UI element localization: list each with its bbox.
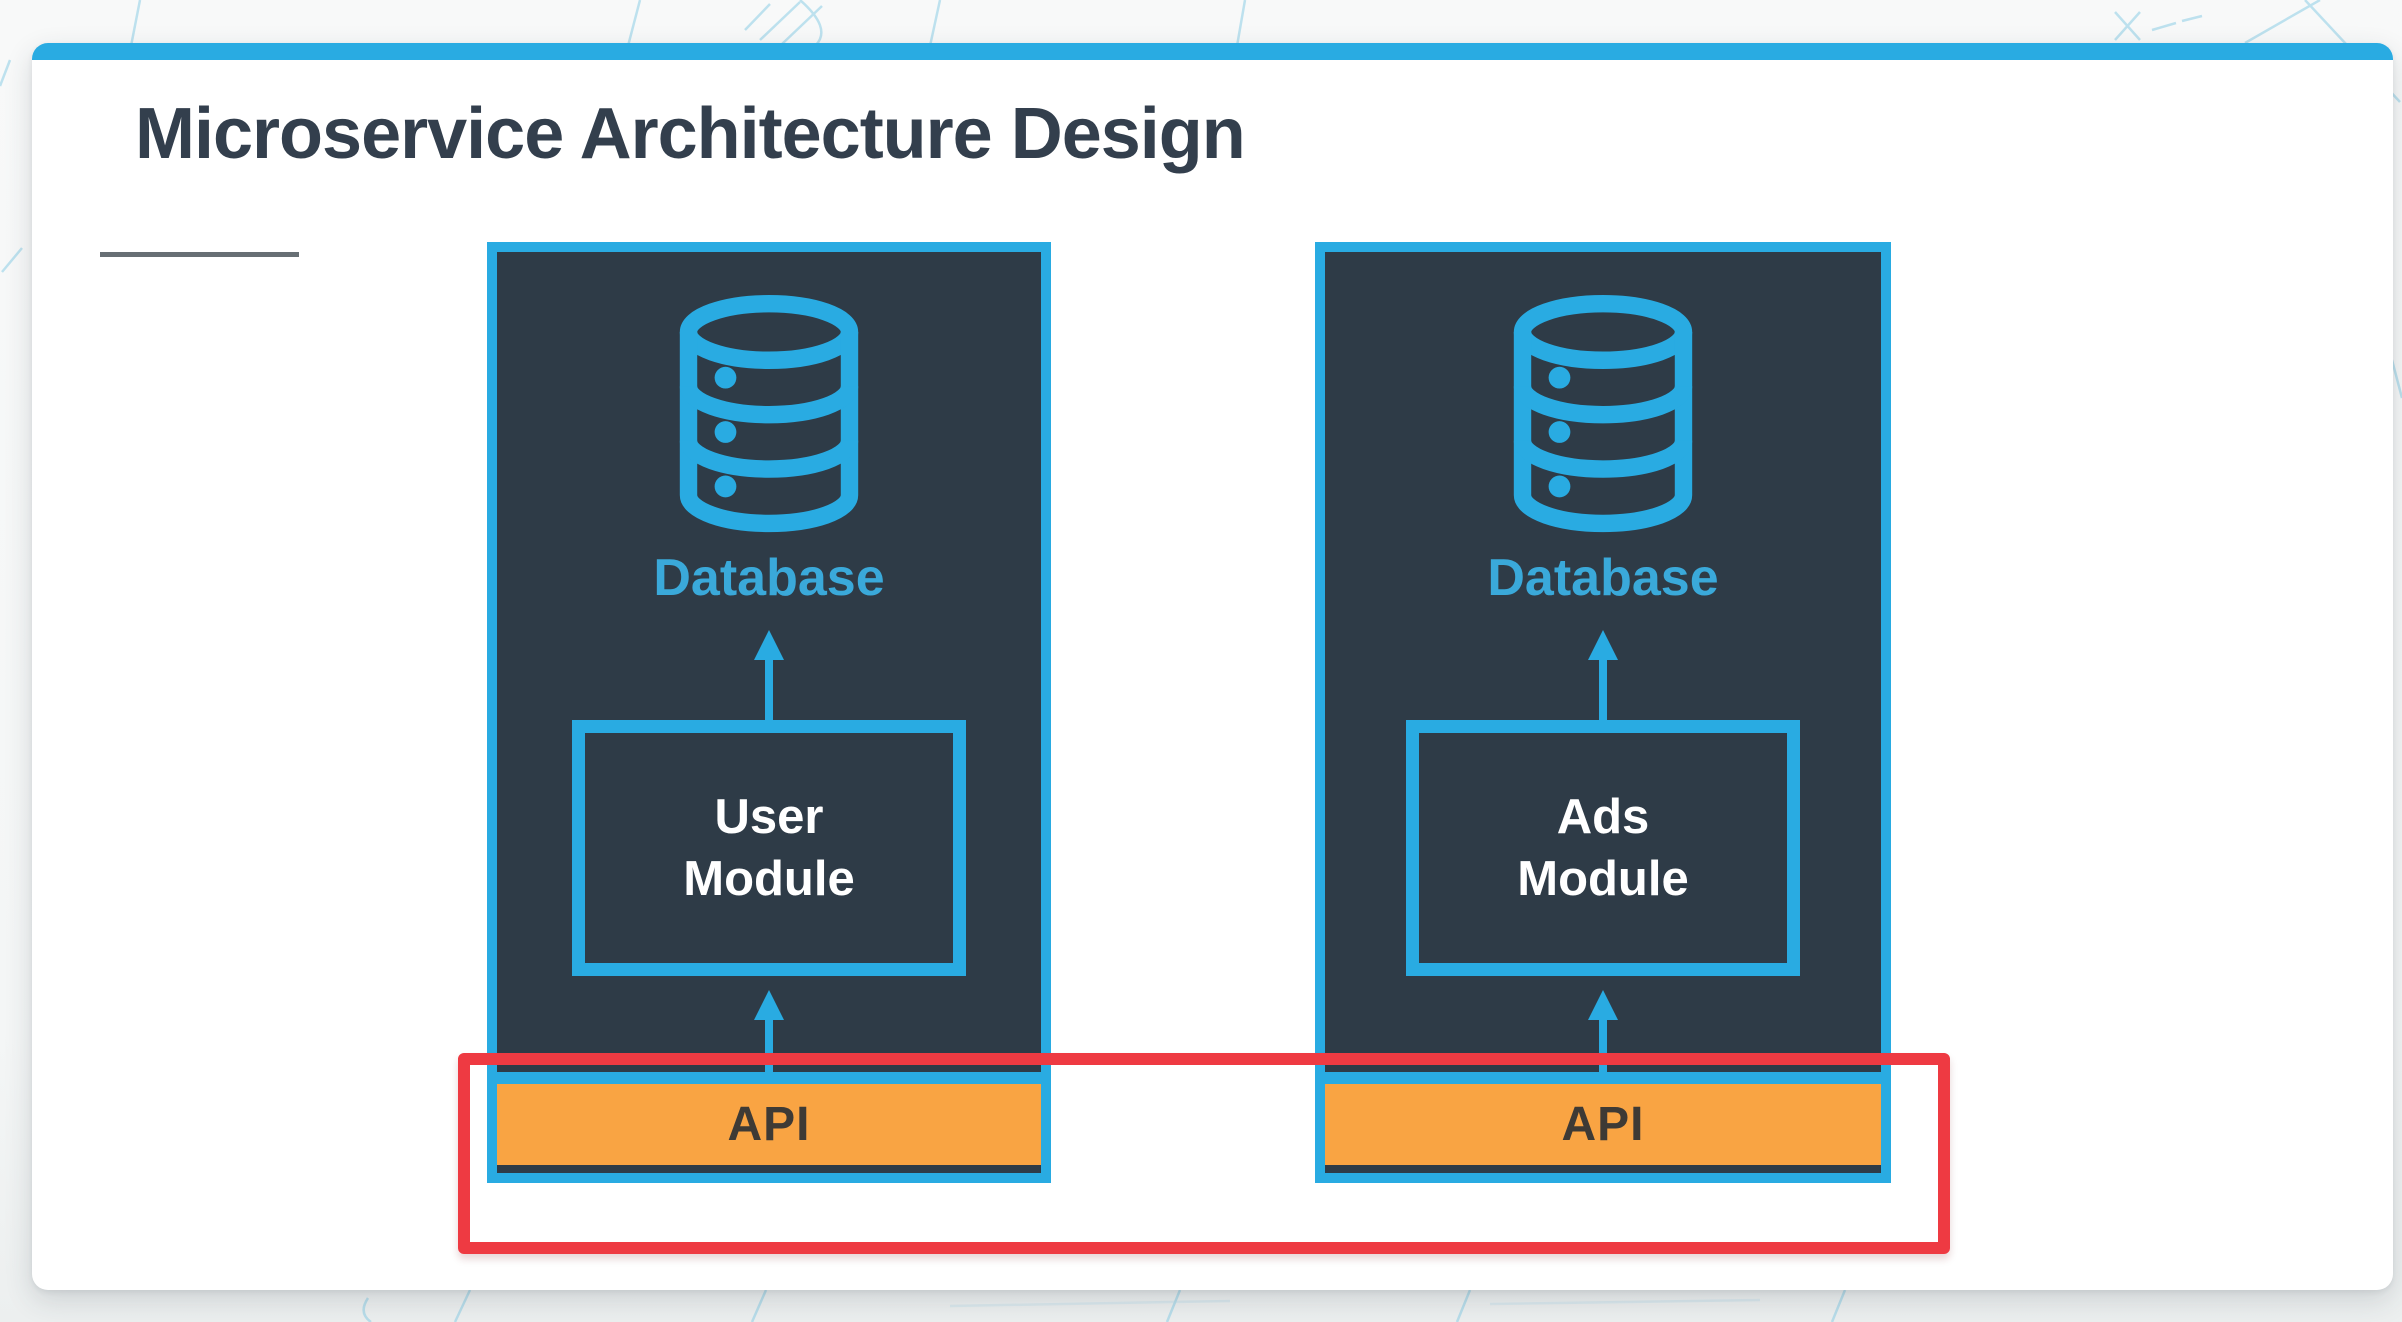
database-icon xyxy=(1513,295,1693,533)
api-bar-user: API xyxy=(497,1084,1041,1165)
ads-module-box: Ads Module xyxy=(1406,720,1800,976)
database-label: Database xyxy=(653,549,885,607)
api-divider xyxy=(497,1072,1041,1084)
service-container-user: Database User Module API xyxy=(487,242,1051,1183)
arrow-up-icon xyxy=(1588,990,1618,1076)
arrow-up-icon xyxy=(754,630,784,720)
module-label: Ads Module xyxy=(1517,789,1689,906)
api-highlight-rectangle xyxy=(458,1053,1950,1254)
slide-title: Microservice Architecture Design xyxy=(135,94,1246,174)
card-accent-bar xyxy=(32,43,2393,60)
user-module-box: User Module xyxy=(572,720,966,976)
database-icon xyxy=(679,295,859,533)
arrow-up-icon xyxy=(1588,630,1618,720)
api-label: API xyxy=(727,1098,811,1151)
module-label: User Module xyxy=(683,789,855,906)
service-container-ads: Database Ads Module API xyxy=(1315,242,1891,1183)
api-label: API xyxy=(1561,1098,1645,1151)
arrow-up-icon xyxy=(754,990,784,1076)
title-underline xyxy=(100,252,299,257)
slide-card: Microservice Architecture Design xyxy=(32,43,2393,1290)
api-divider xyxy=(1325,1072,1881,1084)
database-label: Database xyxy=(1487,549,1719,607)
api-bar-ads: API xyxy=(1325,1084,1881,1165)
